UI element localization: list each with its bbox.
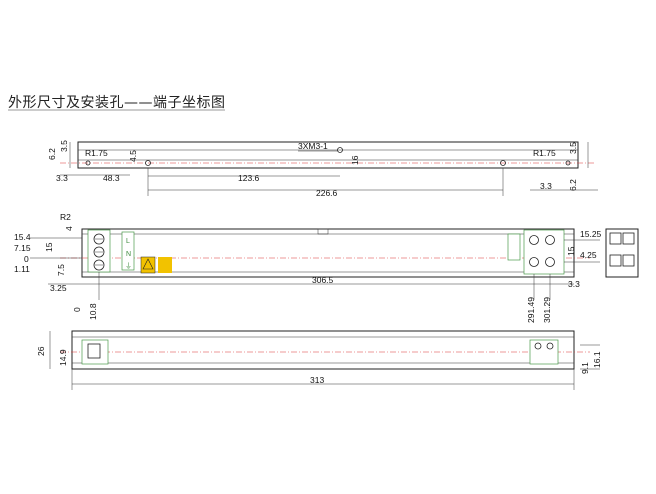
dim-15-25: 15.25 [580,229,602,239]
dim-313: 313 [310,375,324,385]
dim-3-3-right: 3.3 [540,181,552,191]
dim-26: 26 [36,346,46,356]
end-view [605,228,639,278]
dim-4: 4 [64,226,74,231]
dim-16-1: 16.1 [592,351,602,368]
dim-6-2-right: 6.2 [568,179,578,191]
mount-hole-left [85,160,91,166]
dim-r-left: R1.75 [85,148,108,158]
dim-226-6: 226.6 [316,188,338,198]
dim-0-bottom: 0 [72,307,82,312]
dim-r2: R2 [60,212,71,222]
dim-48-3: 48.3 [103,173,120,183]
hole-spec-label: 3XM3-1 [298,141,328,151]
dim-16: 16 [350,155,360,165]
dim-3-5-right: 3.5 [568,142,578,154]
terminal-label-plate [121,231,135,271]
output-label-plate [507,233,521,261]
dim-123-6: 123.6 [238,173,260,183]
dim-15-right: 15 [566,246,576,256]
driver-body [81,228,575,278]
yellow-sticker [158,257,172,273]
drawing-title: 外形尺寸及安装孔——端子坐标图 [8,95,226,111]
terminal-label-ground: ⏚ [125,262,132,270]
mount-hole-3 [500,160,506,166]
dim-3-3-side: 3.3 [568,279,580,289]
terminal-screws-right [529,235,555,267]
dim-10-8: 10.8 [88,303,98,320]
bottom-body [71,330,575,370]
dim-306-5: 306.5 [312,275,334,285]
mount-hole-1 [145,160,151,166]
dim-3-25: 3.25 [50,283,67,293]
dim-3-3-left: 3.3 [56,173,68,183]
terminal-screws-left [93,233,105,271]
dim-301-29: 301.29 [542,297,552,323]
mount-hole-2 [337,147,343,153]
dim-15-left: 15 [44,242,54,252]
terminal-block-right [523,229,565,275]
bottom-view: 26 14.9 313 9.1 16.1 [36,330,602,390]
dim-7-15: 7.15 [14,243,31,253]
rail-outline [77,141,579,169]
terminal-label-n: N [126,251,131,258]
dim-6-2-left: 6.2 [47,148,57,160]
top-view: 6.2 3.5 R1.75 3.3 48.3 4.5 123.6 226.6 3… [47,140,598,198]
mount-hole-right [565,160,571,166]
dim-r-right: R1.75 [533,148,556,158]
bottom-terminal-right [529,339,559,365]
warning-triangle-icon [142,258,154,270]
dim-14-9: 14.9 [58,349,68,366]
dim-4-5: 4.5 [128,150,138,162]
dim-3-5-left: 3.5 [59,140,69,152]
dim-4-25: 4.25 [580,250,597,260]
terminal-block-left [87,229,111,273]
side-view: L N ⏚ R2 4 15.4 7.15 15 0 1.11 7.5 3.25 … [14,212,639,323]
dim-291-49: 291.49 [526,297,536,323]
dim-9-1: 9.1 [580,362,590,374]
dim-7-5: 7.5 [56,264,66,276]
dim-15-4: 15.4 [14,232,31,242]
dim-0-left: 0 [24,254,29,264]
terminal-label-l: L [126,238,130,245]
dim-1-11: 1.11 [14,264,30,274]
